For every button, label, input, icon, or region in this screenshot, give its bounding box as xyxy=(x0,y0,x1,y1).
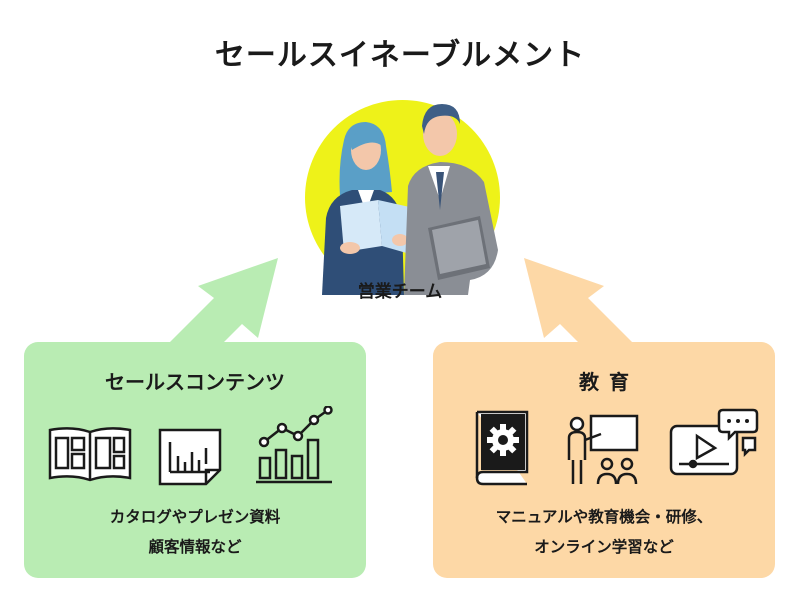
sales-team-illustration xyxy=(322,104,498,295)
sales-content-box: セールスコンテンツ xyxy=(24,342,366,578)
sales-content-description: カタログやプレゼン資料 顧客情報など xyxy=(24,502,366,562)
video-chat-icon xyxy=(669,408,759,476)
sales-content-line-1: カタログやプレゼン資料 xyxy=(109,508,281,526)
sales-content-line-2: 顧客情報など xyxy=(148,538,242,556)
left-up-arrow xyxy=(168,258,278,350)
education-line-2: オンライン学習など xyxy=(534,538,674,556)
line-bar-chart-icon xyxy=(256,406,333,484)
sales-content-title: セールスコンテンツ xyxy=(105,370,285,394)
team-label: 営業チーム xyxy=(357,282,443,302)
right-up-arrow xyxy=(524,258,634,350)
diagram-title: セールスイネーブルメント xyxy=(214,38,586,73)
presenter-whiteboard-icon xyxy=(567,414,639,485)
education-box: 教育 xyxy=(433,342,775,578)
manual-gear-icon xyxy=(475,410,529,486)
document-chart-icon xyxy=(158,428,222,486)
catalog-book-icon xyxy=(48,427,132,482)
education-line-1: マニュアルや教育機会・研修、 xyxy=(495,508,713,526)
education-title: 教育 xyxy=(579,370,639,394)
education-description: マニュアルや教育機会・研修、 オンライン学習など xyxy=(433,502,775,562)
